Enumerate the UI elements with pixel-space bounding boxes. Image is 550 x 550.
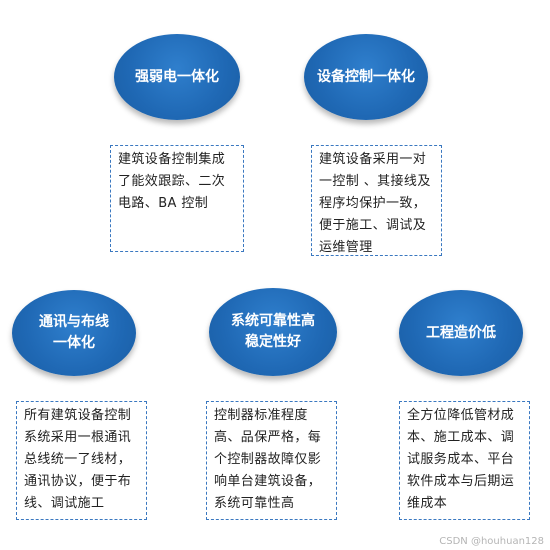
feature-circle-device-control: 设备控制一体化 <box>304 34 428 120</box>
feature-title: 强弱电一体化 <box>135 68 219 85</box>
feature-title: 通讯与布线 一体化 <box>39 314 109 351</box>
feature-title: 设备控制一体化 <box>317 68 415 85</box>
feature-circle-reliability: 系统可靠性高 稳定性好 <box>209 288 337 376</box>
feature-description-box: 建筑设备采用一对一控制 、其接线及程序均保护一致，便于施工、调试及运维管理 <box>311 145 442 256</box>
feature-description-box: 所有建筑设备控制系统采用一根通讯总线统一了线材，通讯协议，便于布线、调试施工 <box>16 401 147 520</box>
feature-title: 工程造价低 <box>426 324 496 341</box>
feature-title: 系统可靠性高 稳定性好 <box>231 313 315 350</box>
feature-description-box: 全方位降低管材成本、施工成本、调试服务成本、平台软件成本与后期运维成本 <box>399 401 530 520</box>
feature-circle-communication-wiring: 通讯与布线 一体化 <box>12 290 136 376</box>
feature-circle-low-cost: 工程造价低 <box>399 290 523 376</box>
feature-description-box: 控制器标准程度高、品保严格，每个控制器故障仅影响单台建筑设备，系统可靠性高 <box>206 401 337 520</box>
feature-description-box: 建筑设备控制集成了能效跟踪、二次电路、BA 控制 <box>110 145 244 252</box>
feature-circle-strong-weak-power: 强弱电一体化 <box>114 34 240 120</box>
watermark: CSDN @houhuan128 <box>439 536 544 547</box>
